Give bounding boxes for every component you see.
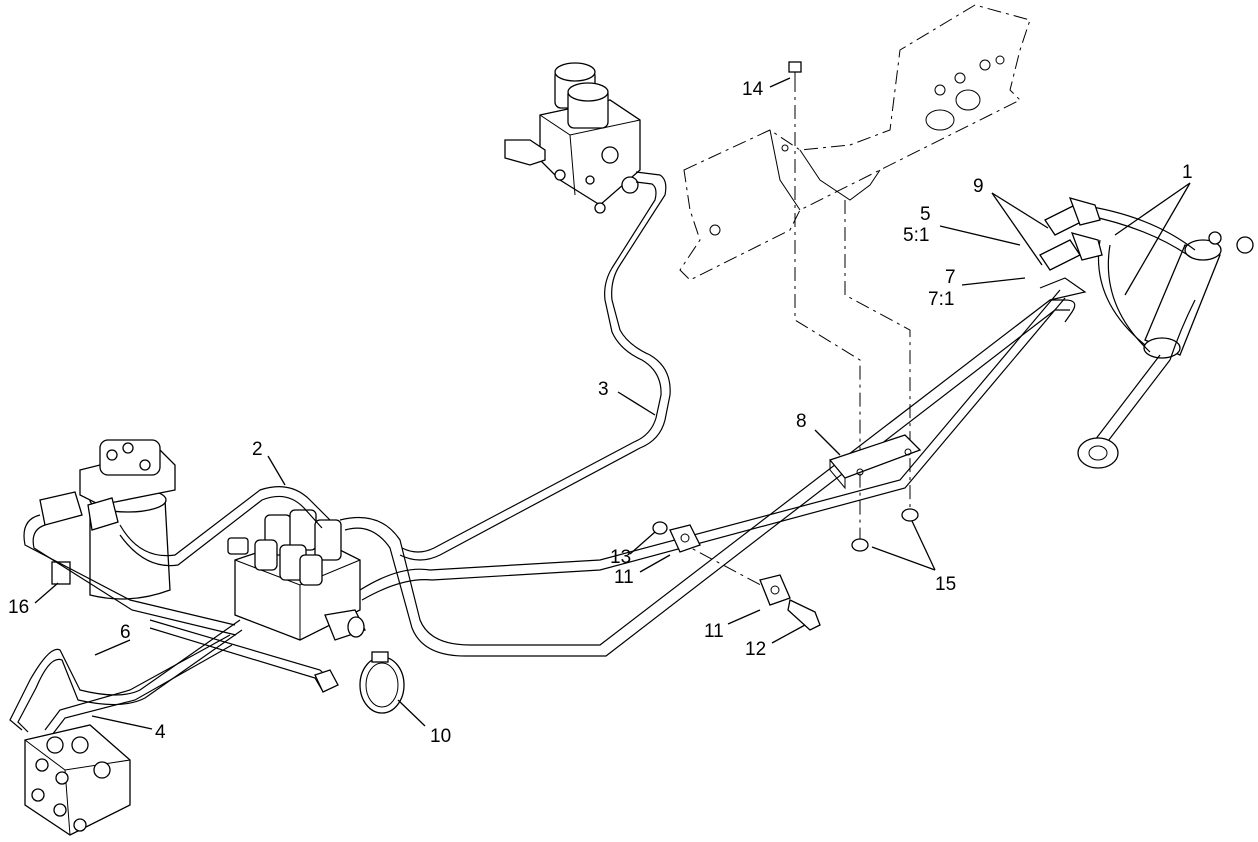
callout-8: 8 bbox=[796, 411, 807, 432]
clamp-hardware bbox=[652, 521, 821, 631]
callout-5: 5 bbox=[920, 204, 931, 225]
callout-7: 7 bbox=[945, 267, 956, 288]
callout-labels: 1 2 3 4 5 5:1 6 7 7:1 8 9 10 11 11 12 13… bbox=[8, 79, 1193, 747]
tube-3 bbox=[399, 171, 671, 561]
callout-13: 13 bbox=[610, 547, 631, 568]
callout-7-1: 7:1 bbox=[928, 289, 954, 310]
callout-6: 6 bbox=[120, 622, 131, 643]
hose-clamp bbox=[359, 651, 405, 714]
callout-15: 15 bbox=[935, 574, 956, 595]
upper-valve-block bbox=[504, 62, 641, 214]
callout-9: 9 bbox=[973, 176, 984, 197]
steering-cylinder bbox=[1077, 204, 1254, 469]
tube-fitting bbox=[314, 669, 339, 693]
fittings-9 bbox=[1039, 197, 1103, 271]
main-manifold bbox=[227, 509, 366, 641]
filter-assembly bbox=[39, 439, 176, 600]
callout-11a: 11 bbox=[614, 567, 634, 588]
callout-16: 16 bbox=[8, 597, 29, 618]
callout-14: 14 bbox=[742, 79, 764, 100]
callout-12: 12 bbox=[745, 639, 766, 660]
bracket bbox=[828, 434, 922, 552]
callout-11b: 11 bbox=[704, 621, 724, 642]
callout-1: 1 bbox=[1182, 162, 1193, 183]
callout-2: 2 bbox=[252, 439, 263, 460]
alignment-lines bbox=[675, 78, 911, 591]
leader-lines bbox=[34, 77, 1191, 730]
callout-4: 4 bbox=[155, 722, 166, 743]
bolt-14 bbox=[788, 61, 802, 92]
main-tubes bbox=[339, 277, 1087, 657]
callout-5-1: 5:1 bbox=[903, 225, 929, 246]
callout-3: 3 bbox=[598, 379, 609, 400]
lower-valve-block bbox=[24, 724, 131, 836]
tubes-4-6 bbox=[9, 514, 331, 736]
tube-2 bbox=[119, 486, 331, 567]
frame-rail bbox=[679, 4, 1031, 281]
callout-10: 10 bbox=[430, 726, 451, 747]
